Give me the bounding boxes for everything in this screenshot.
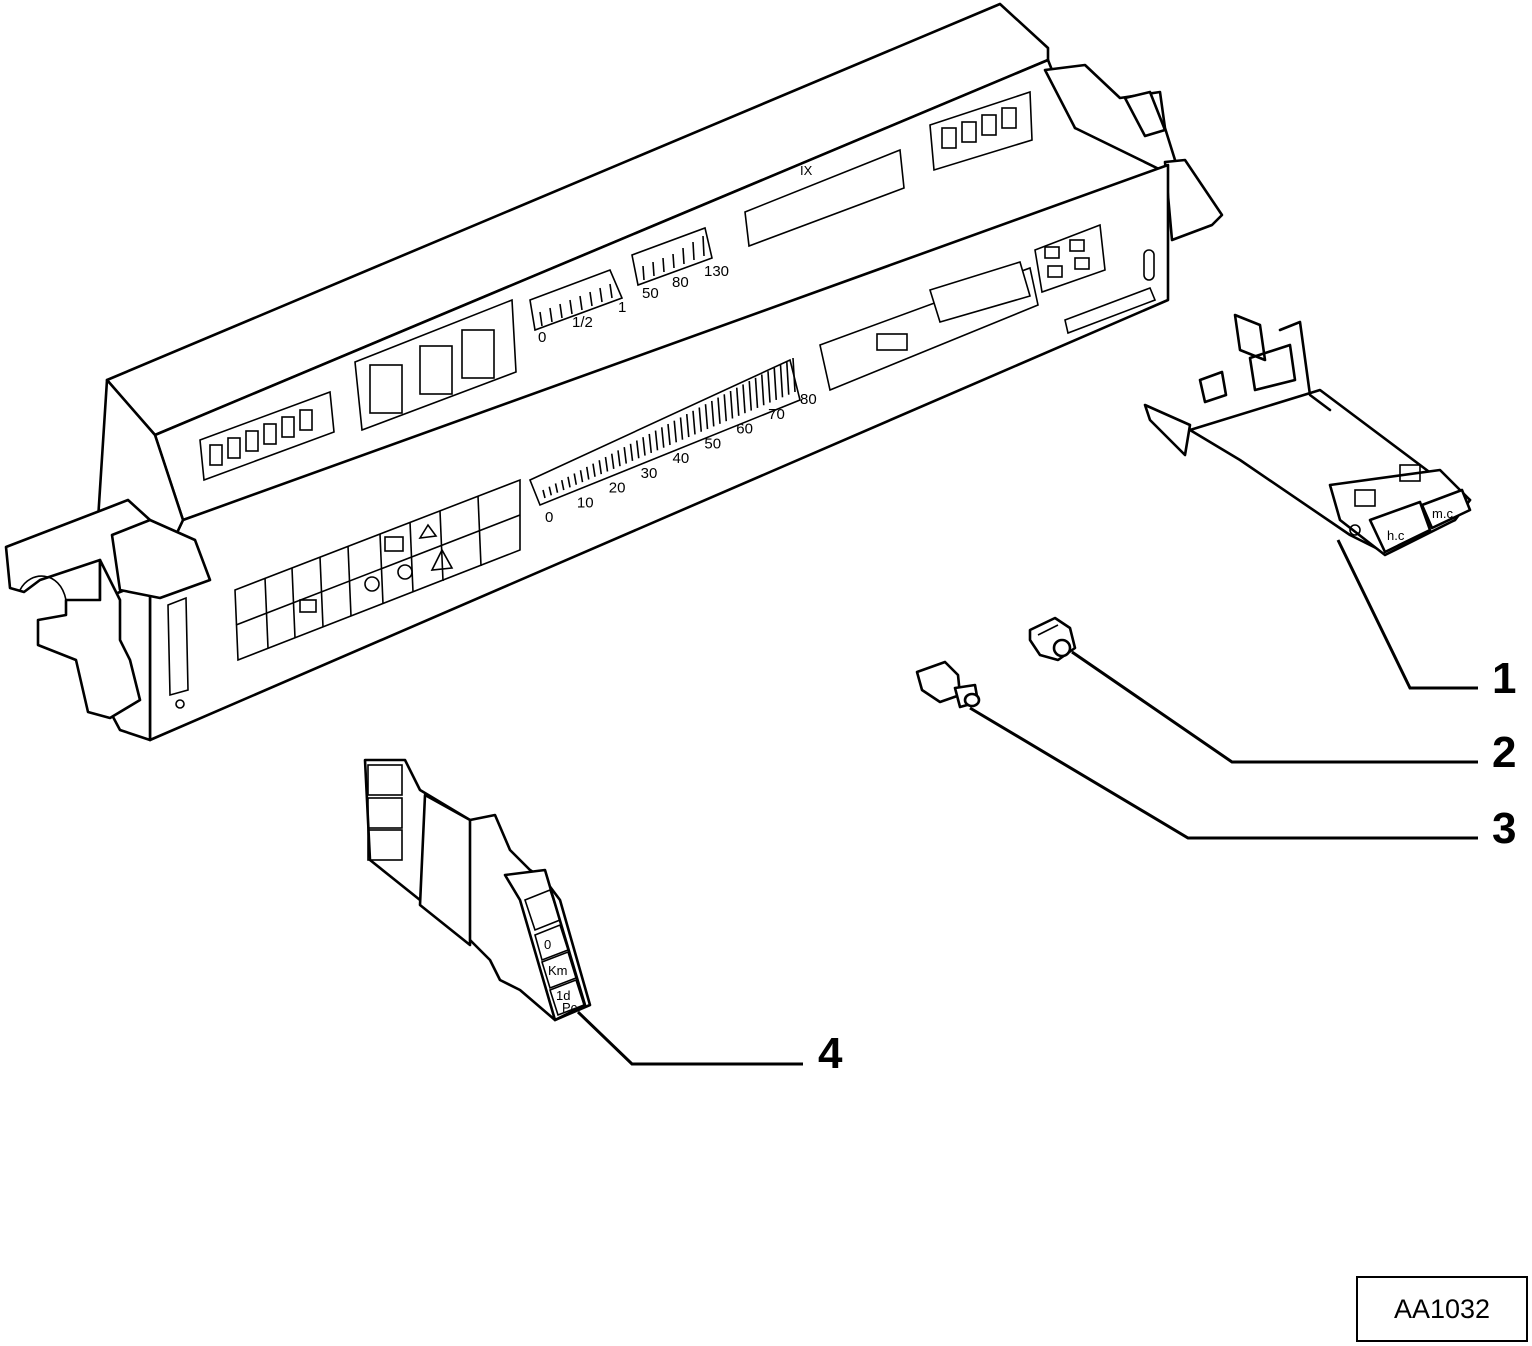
instrument-cluster-display: IX 0 1/2 1 50 80 — [4, 2, 1224, 742]
callout-labels: 1 2 3 4 — [818, 654, 1516, 1078]
button-label-hc: h.c — [1387, 528, 1405, 543]
speed-tick — [654, 430, 659, 451]
part-4-switch-block: 0 Km 1d Pc — [363, 758, 592, 1022]
speed-tick — [729, 390, 734, 419]
speed-tick — [610, 453, 615, 469]
speed-tick — [779, 364, 784, 398]
speed-tick — [723, 394, 728, 422]
speed-scale-label: 30 — [641, 465, 658, 482]
callout-1: 1 — [1492, 654, 1516, 703]
speed-tick — [698, 407, 703, 432]
speed-tick — [792, 357, 796, 393]
leader-line-4 — [576, 1010, 803, 1066]
temp-scale-50: 50 — [642, 285, 659, 302]
temp-scale-80: 80 — [672, 274, 689, 291]
speed-tick — [629, 443, 634, 461]
speed-tick — [560, 479, 565, 491]
speed-tick — [573, 473, 578, 485]
leader-line-2 — [1071, 650, 1478, 764]
speed-scale-label: 20 — [609, 480, 626, 497]
switch-label-pc: Pc — [562, 1000, 578, 1015]
speed-scale-label: 80 — [800, 391, 817, 408]
speed-scale-label: 70 — [768, 406, 785, 423]
reference-code: AA1032 — [1393, 1293, 1491, 1324]
fuel-scale-half: 1/2 — [572, 314, 593, 331]
switch-label-1d: 1d — [556, 988, 570, 1003]
speed-tick — [642, 437, 646, 456]
callout-4: 4 — [818, 1029, 843, 1078]
speed-tick — [742, 384, 746, 414]
speed-tick — [679, 417, 684, 440]
speed-tick — [754, 377, 759, 408]
speed-tick — [623, 447, 628, 464]
speed-tick — [604, 456, 609, 472]
switch-label-0: 0 — [544, 937, 551, 952]
callout-leaders — [576, 539, 1478, 1066]
speed-tick — [648, 433, 653, 454]
speed-tick — [542, 489, 546, 499]
speed-tick — [704, 404, 709, 430]
fuel-scale-0: 0 — [538, 329, 546, 346]
speed-tick — [760, 374, 765, 406]
speed-tick — [592, 463, 596, 477]
speed-tick-marks — [542, 357, 796, 499]
speed-scale-label: 0 — [545, 509, 553, 526]
svg-text:IX: IX — [800, 163, 813, 178]
temp-scale-130: 130 — [704, 263, 729, 280]
callout-2: 2 — [1492, 728, 1516, 777]
speed-tick — [692, 410, 696, 435]
speed-tick — [585, 466, 590, 480]
button-label-mc: m.c — [1432, 506, 1453, 521]
speed-tick — [567, 476, 571, 488]
speed-tick — [548, 486, 553, 496]
speed-tick — [773, 367, 778, 400]
part-1-button-assembly: h.c m.c — [1143, 313, 1472, 557]
speed-tick — [748, 381, 753, 411]
speed-scale-labels: 0 10 20 30 40 50 60 70 80 — [545, 391, 817, 526]
speed-tick — [635, 440, 640, 459]
speed-tick — [660, 427, 665, 448]
speed-tick — [579, 470, 584, 483]
leader-line-1 — [1336, 539, 1478, 690]
speed-tick — [617, 450, 621, 467]
speed-scale-label: 40 — [673, 450, 690, 467]
speed-scale-label: 10 — [577, 494, 594, 511]
speed-tick — [710, 400, 715, 427]
reference-code-box: AA1032 — [1356, 1276, 1528, 1342]
switch-label-km: Km — [548, 963, 568, 978]
fuel-scale-full: 1 — [618, 299, 626, 316]
speed-tick — [767, 371, 771, 403]
speed-tick — [673, 420, 678, 443]
speed-tick — [667, 423, 671, 446]
speed-tick — [785, 361, 790, 395]
speed-tick — [717, 397, 721, 424]
speed-scale-label: 50 — [704, 435, 721, 452]
part-2-bulb-holder — [1028, 616, 1077, 662]
leader-line-3 — [969, 706, 1478, 840]
part-3-bulb-with-holder — [915, 660, 981, 709]
callout-3: 3 — [1492, 804, 1516, 853]
speed-tick — [685, 414, 690, 438]
speed-tick — [554, 483, 559, 493]
speed-scale-label: 60 — [736, 421, 753, 438]
speed-tick — [598, 460, 603, 475]
speed-tick — [735, 387, 740, 416]
